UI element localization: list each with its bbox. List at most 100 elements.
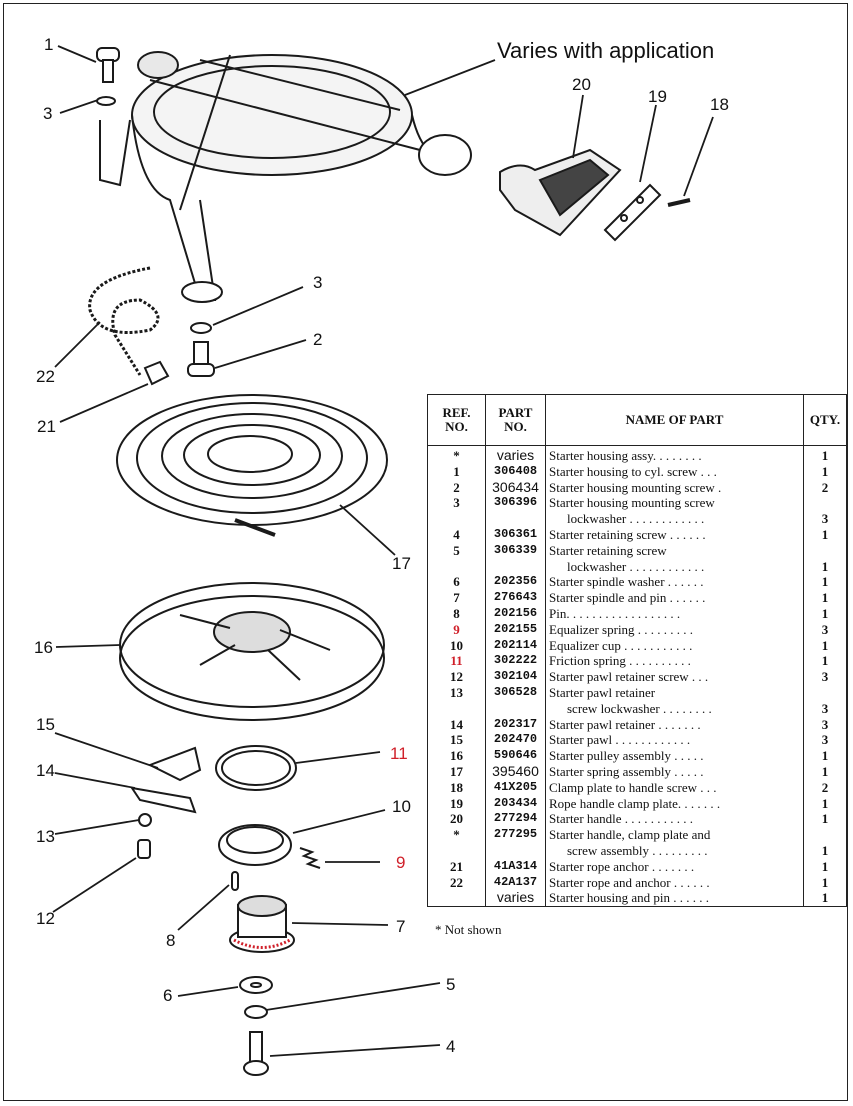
cell-qty: 1 bbox=[821, 605, 829, 621]
cell-part-no: 202470 bbox=[485, 732, 546, 749]
cell-spacer bbox=[428, 511, 485, 527]
cell-qty2: 3 bbox=[821, 511, 829, 527]
cell-part-no: 202156 bbox=[485, 605, 546, 622]
cell-ref: 2 bbox=[453, 479, 460, 495]
callout-21: 21 bbox=[37, 417, 56, 436]
cell-part-no: 42A137 bbox=[485, 874, 546, 891]
cell-qty: 3 bbox=[803, 716, 847, 733]
cell-name-of-part: Pin. . . . . . . . . . . . . . . . . . bbox=[545, 605, 804, 622]
callout-12: 12 bbox=[36, 909, 55, 928]
cell-qty: 3 bbox=[803, 669, 847, 685]
cell-name: Starter housing to cyl. screw . . . bbox=[549, 463, 717, 479]
cell-qty: 1 bbox=[821, 463, 829, 479]
cell-ref: 16 bbox=[450, 748, 463, 764]
cell-part-no: 590646 bbox=[485, 748, 546, 764]
cell-name: Rope handle clamp plate. . . . . . . bbox=[549, 795, 721, 811]
cell-part-no: 302104 bbox=[485, 669, 546, 685]
cell-name2: lockwasher . . . . . . . . . . . . bbox=[567, 558, 705, 574]
cell-ref: 18 bbox=[450, 779, 463, 795]
cell-spacer bbox=[428, 701, 485, 717]
cell-part-no: 306408 bbox=[485, 463, 546, 480]
cell-ref: 13 bbox=[450, 684, 463, 700]
cell-part-no: 306396 bbox=[485, 495, 546, 527]
cell-part-no: 277295 bbox=[485, 827, 546, 859]
cell-part-no: varies bbox=[485, 445, 546, 464]
cell-name-of-part: Rope handle clamp plate. . . . . . . bbox=[545, 795, 804, 812]
cell-qty: 1 bbox=[821, 874, 829, 890]
cell-name-of-part: Starter handle . . . . . . . . . . . bbox=[545, 811, 804, 828]
cell-ref-no: 9 bbox=[427, 621, 486, 638]
callout-11: 11 bbox=[390, 744, 408, 763]
cell-spacer bbox=[486, 843, 545, 859]
cell-ref: * bbox=[453, 827, 460, 843]
cell-part: 306434 bbox=[492, 478, 539, 495]
cell-ref: 4 bbox=[453, 526, 460, 542]
cell-name: Starter housing and pin . . . . . . bbox=[549, 890, 709, 906]
cell-qty: 2 bbox=[803, 479, 847, 496]
cell-ref-no: 5 bbox=[427, 542, 486, 575]
cell-name: Starter spindle washer . . . . . . bbox=[549, 574, 704, 590]
cell-name-of-part: Starter housing assy. . . . . . . . bbox=[545, 445, 804, 464]
cell-ref-no: 22 bbox=[427, 874, 486, 891]
cell-qty bbox=[804, 685, 846, 701]
recoil-spring bbox=[116, 394, 388, 537]
cell-qty bbox=[804, 543, 846, 559]
cell-name-of-part: Starter pawl retainer screw . . . bbox=[545, 669, 804, 685]
callout-13: 13 bbox=[36, 827, 55, 846]
cell-name2: screw lockwasher . . . . . . . . bbox=[567, 700, 712, 716]
spindle-pin bbox=[231, 871, 239, 891]
starter-handle bbox=[499, 148, 622, 237]
cell-part: 202356 bbox=[493, 574, 538, 589]
cell-part: 41X205 bbox=[493, 779, 538, 794]
spindle-washer bbox=[239, 976, 273, 994]
cell-part: 306361 bbox=[493, 526, 538, 541]
cell-name-of-part: Equalizer spring . . . . . . . . . bbox=[545, 621, 804, 638]
cell-qty: 3 bbox=[821, 669, 829, 685]
cell-qty: 1 bbox=[821, 574, 829, 590]
cell-name: Starter rope anchor . . . . . . . bbox=[549, 858, 695, 874]
cell-name: Starter pawl retainer . . . . . . . bbox=[549, 716, 701, 732]
cell-ref-no: 16 bbox=[427, 748, 486, 764]
cell-qty: 1 bbox=[821, 526, 829, 542]
cell-name: Starter spring assembly . . . . . bbox=[549, 763, 704, 779]
cell-qty: 1 bbox=[803, 795, 847, 812]
cell-part: 306396 bbox=[493, 495, 538, 510]
callout-4: 4 bbox=[446, 1037, 456, 1056]
cell-ref: 9 bbox=[453, 621, 460, 637]
cell-ref: 10 bbox=[450, 637, 463, 653]
cell-qty: 1 bbox=[803, 542, 847, 575]
cell-name: Equalizer spring . . . . . . . . . bbox=[549, 621, 694, 637]
cell-qty: 1 bbox=[803, 763, 847, 780]
cell-part: 306408 bbox=[493, 463, 538, 478]
cell-ref-no: 13 bbox=[427, 684, 486, 717]
callout-7: 7 bbox=[396, 917, 406, 936]
cell-name2: screw assembly . . . . . . . . . bbox=[567, 842, 708, 858]
cell-part: 202156 bbox=[493, 605, 538, 620]
cell-part: 302222 bbox=[493, 653, 538, 668]
cell-ref: 20 bbox=[450, 811, 463, 827]
cell-spacer bbox=[428, 559, 485, 575]
cell-part-no: 202356 bbox=[485, 574, 546, 591]
cell-part: 590646 bbox=[493, 748, 538, 763]
cell-name: Starter housing mounting screw . bbox=[549, 479, 722, 495]
cell-qty: 3 bbox=[803, 732, 847, 749]
cell-qty: 1 bbox=[803, 890, 847, 908]
callout-8: 8 bbox=[166, 931, 176, 950]
cell-ref-no bbox=[427, 890, 486, 908]
header-ref-line1: REF. bbox=[442, 405, 471, 420]
starter-pulley bbox=[119, 582, 385, 721]
cell-name: Clamp plate to handle screw . . . bbox=[549, 779, 717, 795]
starter-rope bbox=[88, 266, 170, 386]
cell-name-of-part: Starter housing and pin . . . . . . bbox=[545, 890, 804, 908]
cell-ref-no: 19 bbox=[427, 795, 486, 812]
cell-part: 202114 bbox=[493, 637, 538, 652]
cell-ref: 7 bbox=[453, 590, 460, 606]
cell-name: Starter handle, clamp plate and bbox=[549, 827, 711, 843]
